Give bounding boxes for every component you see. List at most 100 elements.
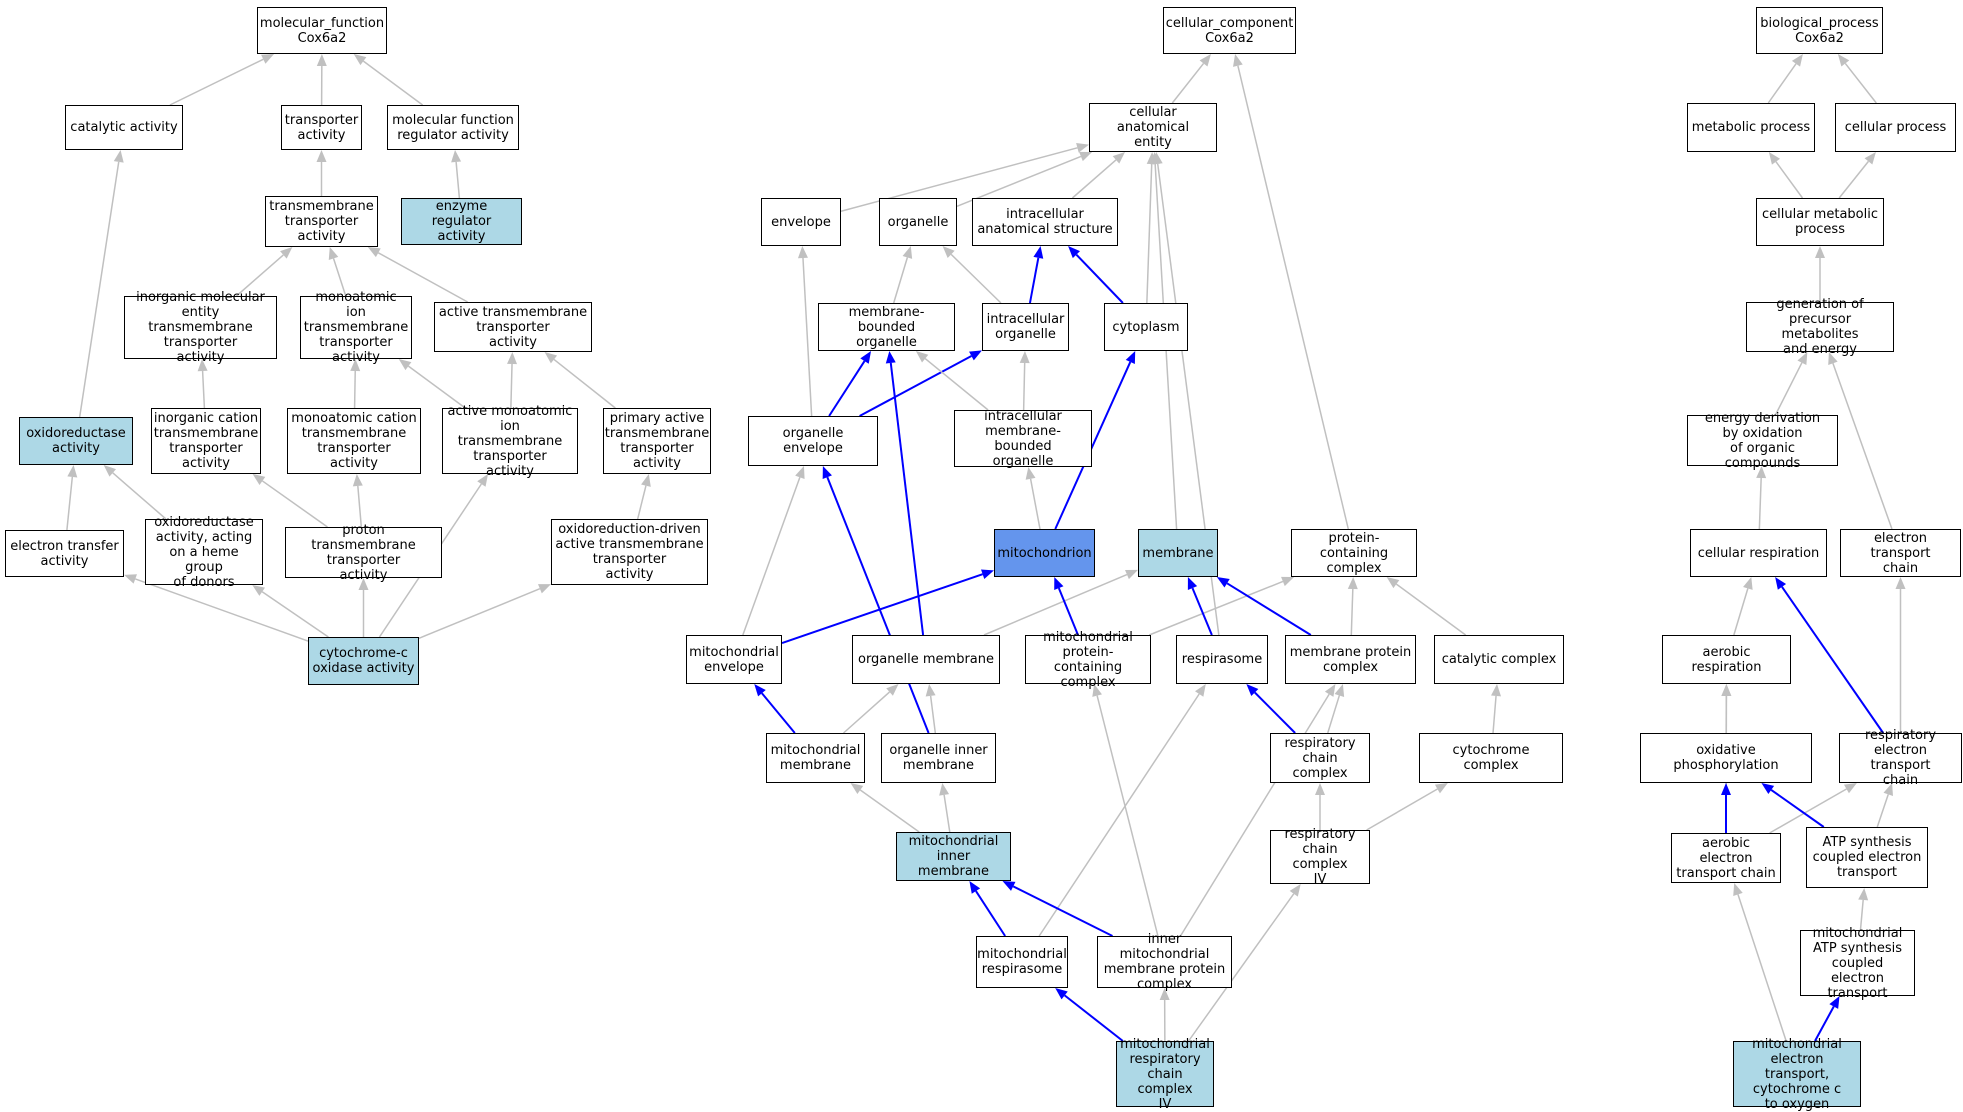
node-primary-active-transmembrane-transporter-activity[interactable]: primary active transmembrane transporter… xyxy=(603,408,711,474)
node-catalytic-complex[interactable]: catalytic complex xyxy=(1434,635,1564,684)
edge-resp_etc-to-etc xyxy=(1896,577,1906,733)
edge-arrowhead xyxy=(1125,570,1138,579)
node-transmembrane-transporter-activity[interactable]: transmembrane transporter activity xyxy=(265,196,378,247)
node-membrane-bounded-organelle[interactable]: membrane-bounded organelle xyxy=(818,303,955,351)
node-monoatomic-ion-transmembrane-transporter-activity[interactable]: monoatomic ion transmembrane transporter… xyxy=(300,296,412,359)
edge-proton_tm-to-monoatomic_cation xyxy=(353,474,363,527)
node-membrane[interactable]: membrane xyxy=(1138,529,1218,577)
node-inner-mitochondrial-membrane-protein-complex[interactable]: inner mitochondrial membrane protein com… xyxy=(1097,936,1232,988)
node-envelope[interactable]: envelope xyxy=(761,198,841,246)
node-cellular-anatomical-entity[interactable]: cellular anatomical entity xyxy=(1089,103,1217,152)
edge-org_envelope-to-mem_bounded xyxy=(829,351,871,416)
node-oxidoreductase-activity-acting-on-heme-group[interactable]: oxidoreductase activity, acting on a hem… xyxy=(145,519,263,585)
edge-arrowhead xyxy=(1033,246,1043,259)
node-cellular-respiration[interactable]: cellular respiration xyxy=(1690,529,1827,577)
edge-oxidoreductase-to-catalytic xyxy=(80,150,124,417)
node-transporter-activity[interactable]: transporter activity xyxy=(281,105,362,150)
node-respiratory-chain-complex-iv[interactable]: respiratory chain complex IV xyxy=(1270,830,1370,884)
node-cytochrome-c-oxidase-activity[interactable]: cytochrome-c oxidase activity xyxy=(308,637,419,685)
node-enzyme-regulator-activity[interactable]: enzyme regulator activity xyxy=(401,198,522,245)
edge-arrowhead xyxy=(1315,783,1325,795)
node-generation-of-precursor-metabolites-and-energy[interactable]: generation of precursor metabolites and … xyxy=(1746,302,1894,352)
edge-electron_transfer-to-oxidoreductase xyxy=(67,465,77,530)
node-mitochondrial-electron-transport-cytochrome-c-to-oxygen[interactable]: mitochondrial electron transport, cytoch… xyxy=(1733,1041,1861,1107)
node-mitochondrion[interactable]: mitochondrion xyxy=(994,529,1095,577)
node-mitochondrial-envelope[interactable]: mitochondrial envelope xyxy=(686,635,782,684)
edge-arrowhead xyxy=(1743,577,1753,590)
edge-mito_membrane-to-org_membrane xyxy=(844,684,899,733)
node-organelle-envelope[interactable]: organelle envelope xyxy=(748,416,878,466)
edge-mito_et_cyt_c-to-mito_atp xyxy=(1815,996,1840,1041)
node-respiratory-electron-transport-chain[interactable]: respiratory electron transport chain xyxy=(1839,733,1962,783)
node-aerobic-respiration[interactable]: aerobic respiration xyxy=(1662,635,1791,684)
edge-line xyxy=(408,366,465,408)
edge-line xyxy=(355,371,356,408)
node-mitochondrial-protein-containing-complex[interactable]: mitochondrial protein-containing complex xyxy=(1025,635,1151,684)
edge-cell_resp-to-energy_deriv xyxy=(1756,466,1766,529)
node-respiratory-chain-complex[interactable]: respiratory chain complex xyxy=(1270,733,1370,783)
node-mitochondrial-membrane[interactable]: mitochondrial membrane xyxy=(766,733,865,783)
edge-energy_deriv-to-gen_precursor xyxy=(1775,352,1807,415)
node-mitochondrial-respiratory-chain-complex-iv[interactable]: mitochondrial respiratory chain complex … xyxy=(1116,1041,1214,1107)
node-intracellular-anatomical-structure[interactable]: intracellular anatomical structure xyxy=(972,198,1118,246)
edge-cellular_process-to-bp_root xyxy=(1838,54,1876,103)
edge-arrowhead xyxy=(368,247,381,257)
edge-line xyxy=(762,693,795,733)
node-active-transmembrane-transporter-activity[interactable]: active transmembrane transporter activit… xyxy=(434,302,592,352)
edge-line xyxy=(1149,581,1283,635)
node-proton-transmembrane-transporter-activity[interactable]: proton transmembrane transporter activit… xyxy=(285,527,442,578)
node-cellular-process[interactable]: cellular process xyxy=(1835,103,1956,152)
node-organelle[interactable]: organelle xyxy=(879,198,957,246)
edge-arrowhead xyxy=(1079,152,1092,161)
edge-line xyxy=(1396,584,1465,635)
edge-line xyxy=(419,589,540,639)
edge-line xyxy=(1180,694,1329,936)
node-respirasome[interactable]: respirasome xyxy=(1176,635,1268,684)
edge-arrowhead xyxy=(1721,684,1731,696)
edge-monoatomic_ion_tm-to-tm_transporter xyxy=(329,247,346,296)
node-electron-transport-chain[interactable]: electron transport chain xyxy=(1840,529,1961,577)
node-biological-process-root[interactable]: biological_process Cox6a2 xyxy=(1756,7,1883,54)
node-mitochondrial-atp-synthesis-coupled-electron-transport[interactable]: mitochondrial ATP synthesis coupled elec… xyxy=(1800,930,1915,996)
edge-arrowhead xyxy=(1325,684,1336,697)
node-energy-derivation-by-oxidation-of-organic-compounds[interactable]: energy derivation by oxidation of organi… xyxy=(1687,415,1838,466)
node-organelle-membrane[interactable]: organelle membrane xyxy=(852,635,1000,684)
node-mitochondrial-inner-membrane[interactable]: mitochondrial inner membrane xyxy=(896,832,1011,881)
edge-line xyxy=(925,359,988,410)
node-protein-containing-complex[interactable]: protein-containing complex xyxy=(1291,529,1417,577)
edge-line xyxy=(894,257,908,303)
node-catalytic-activity[interactable]: catalytic activity xyxy=(65,105,183,150)
node-cytochrome-complex[interactable]: cytochrome complex xyxy=(1419,733,1563,783)
node-aerobic-electron-transport-chain[interactable]: aerobic electron transport chain xyxy=(1671,833,1781,883)
node-mitochondrial-respirasome[interactable]: mitochondrial respirasome xyxy=(976,936,1068,988)
node-inorganic-molecular-entity-transmembrane-transporter-activity[interactable]: inorganic molecular entity transmembrane… xyxy=(124,296,277,359)
node-atp-synthesis-coupled-electron-transport[interactable]: ATP synthesis coupled electron transport xyxy=(1806,827,1928,888)
node-oxidoreduction-driven-active-transmembrane-transporter-activity[interactable]: oxidoreduction-driven active transmembra… xyxy=(551,519,708,585)
node-oxidative-phosphorylation[interactable]: oxidative phosphorylation xyxy=(1640,733,1812,783)
edge-line xyxy=(860,790,919,832)
node-molecular-function-regulator-activity[interactable]: molecular function regulator activity xyxy=(387,105,519,150)
edge-arrowhead xyxy=(981,569,994,578)
node-membrane-protein-complex[interactable]: membrane protein complex xyxy=(1285,635,1416,684)
node-monoatomic-cation-transmembrane-transporter-activity[interactable]: monoatomic cation transmembrane transpor… xyxy=(287,408,421,474)
node-molecular-function-root[interactable]: molecular_function Cox6a2 xyxy=(257,7,387,54)
node-electron-transfer-activity[interactable]: electron transfer activity xyxy=(5,530,124,577)
edge-resp_chain_iv-to-cytochrome_complex xyxy=(1367,783,1448,830)
node-active-monoatomic-ion-transmembrane-transporter-activity[interactable]: active monoatomic ion transmembrane tran… xyxy=(442,408,578,474)
node-intracellular-organelle[interactable]: intracellular organelle xyxy=(982,303,1069,351)
node-organelle-inner-membrane[interactable]: organelle inner membrane xyxy=(881,733,996,783)
edge-line xyxy=(1759,478,1761,529)
node-inorganic-cation-transmembrane-transporter-activity[interactable]: inorganic cation transmembrane transport… xyxy=(151,408,261,474)
node-cellular-metabolic-process[interactable]: cellular metabolic process xyxy=(1756,198,1884,246)
node-cellular-component-root[interactable]: cellular_component Cox6a2 xyxy=(1163,7,1296,54)
edge-metabolic-to-bp_root xyxy=(1768,54,1803,103)
edge-line xyxy=(1839,161,1868,198)
edge-line xyxy=(511,364,512,408)
node-cytoplasm[interactable]: cytoplasm xyxy=(1104,303,1188,351)
edge-intracell_org-to-intracell_anat xyxy=(1030,246,1043,303)
edge-arrowhead xyxy=(1838,54,1849,67)
edge-org_inner_membrane-to-org_envelope xyxy=(823,466,929,733)
node-metabolic-process[interactable]: metabolic process xyxy=(1687,103,1815,152)
node-intracellular-membrane-bounded-organelle[interactable]: intracellular membrane-bounded organelle xyxy=(954,410,1092,467)
node-oxidoreductase-activity[interactable]: oxidoreductase activity xyxy=(19,417,133,465)
